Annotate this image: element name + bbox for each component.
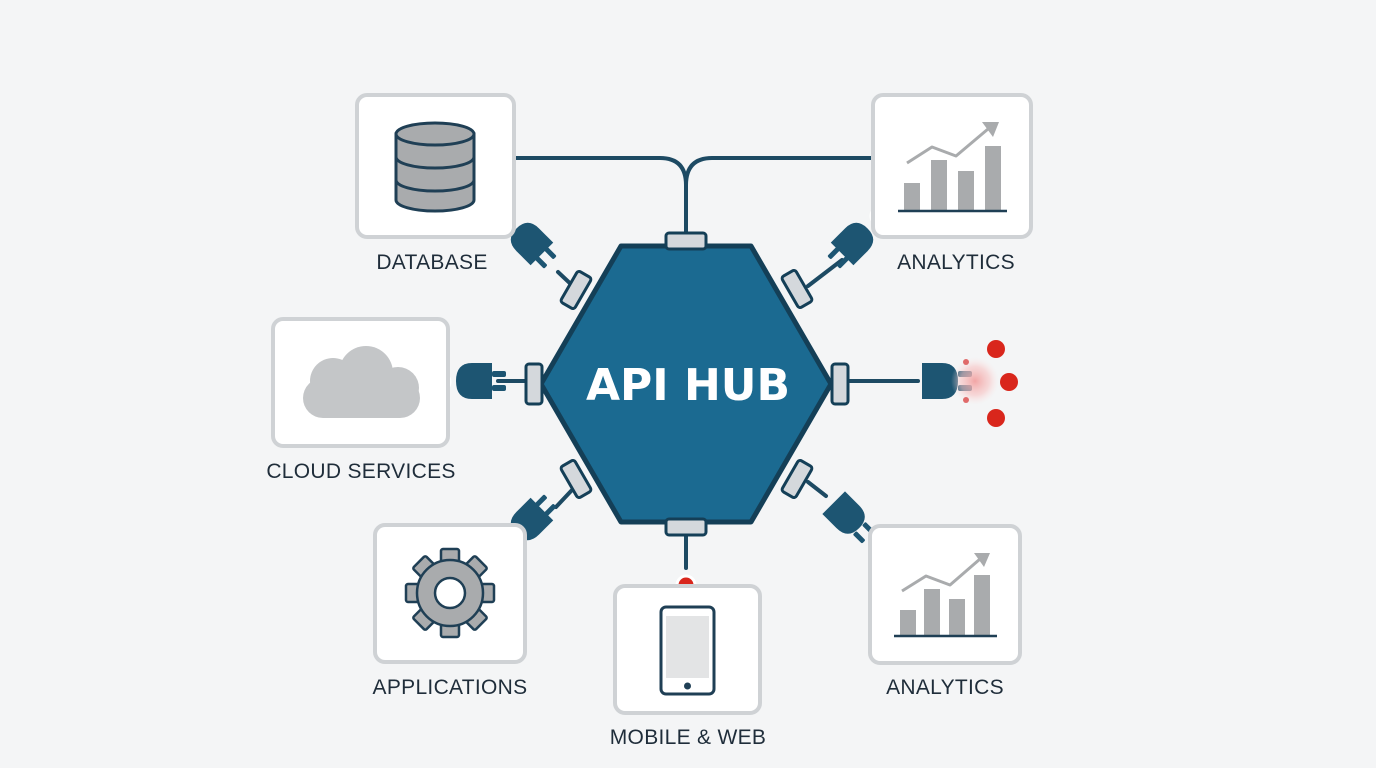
label-mobile-web: MOBILE & WEB [610, 726, 766, 749]
hub-port-top [664, 231, 708, 251]
card-analytics-bottom [868, 524, 1022, 665]
hub-port-bottom [664, 517, 708, 537]
node-database[interactable]: DATABASE [355, 93, 516, 274]
bar-chart-trend-icon [894, 553, 997, 638]
node-mobile-web[interactable]: MOBILE & WEB [610, 584, 766, 749]
bar-chart-trend-icon [898, 122, 1007, 213]
label-cloud-services: CLOUD SERVICES [266, 460, 455, 483]
node-analytics-top[interactable]: ANALYTICS [871, 93, 1033, 274]
label-analytics-top: ANALYTICS [897, 251, 1015, 274]
plug-database [510, 222, 557, 269]
hub-port-top-right [780, 269, 814, 309]
label-analytics-bottom: ANALYTICS [886, 676, 1004, 699]
line-an-bottom-plug [806, 480, 828, 498]
label-database: DATABASE [376, 251, 487, 274]
node-applications[interactable]: APPLICATIONS [373, 523, 528, 699]
node-cloud-services[interactable]: CLOUD SERVICES [266, 317, 455, 483]
smartphone-icon [659, 605, 716, 696]
hub-port-right [830, 362, 850, 406]
gear-icon [404, 547, 496, 639]
line-database [513, 156, 688, 234]
hub-title: API HUB [586, 360, 790, 411]
node-analytics-bottom[interactable]: ANALYTICS [868, 524, 1022, 699]
plug-analytics-top [827, 222, 874, 269]
hub-ports [524, 231, 850, 537]
hub-port-bottom-right [780, 459, 814, 499]
line-app-plug [554, 488, 574, 509]
card-analytics-top [871, 93, 1033, 239]
database-icon [394, 121, 476, 213]
hub-port-left [524, 362, 544, 406]
plug-cloud [456, 363, 506, 399]
label-applications: APPLICATIONS [373, 676, 528, 699]
hub-port-bottom-left [559, 459, 593, 499]
cloud-icon [303, 346, 420, 418]
plug-applications [510, 494, 557, 541]
spark-effect [951, 340, 1018, 427]
line-analytics-top [684, 156, 874, 187]
hub-port-top-left [559, 270, 593, 310]
connection-lines [496, 156, 920, 570]
line-an-top-plug [806, 258, 844, 288]
plugs [456, 222, 972, 544]
api-hub[interactable]: API HUB [524, 231, 850, 537]
